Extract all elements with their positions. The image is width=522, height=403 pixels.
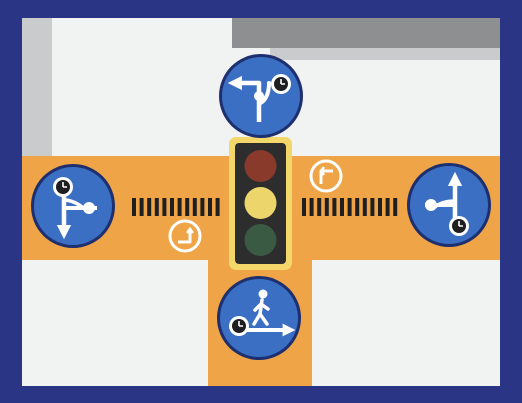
crosswalk-stripe (216, 198, 220, 216)
crosswalk-stripe (348, 198, 352, 216)
crosswalk-stripe (363, 198, 367, 216)
crosswalk-stripe (386, 198, 390, 216)
crosswalk-stripe (185, 198, 189, 216)
traffic-light (229, 137, 292, 270)
crosswalk-stripe (302, 198, 306, 216)
top-right-block (232, 18, 500, 48)
crosswalk-stripe (132, 198, 136, 216)
crosswalk-stripe (140, 198, 144, 216)
crosswalk-stripe (200, 198, 204, 216)
green-lamp (245, 224, 277, 256)
crosswalk-stripe (325, 198, 329, 216)
yellow-lamp (245, 187, 277, 219)
crosswalk-stripe (162, 198, 166, 216)
red-lamp (245, 150, 277, 182)
crosswalk-stripe (170, 198, 174, 216)
sign-right (407, 163, 491, 247)
sign-top (219, 54, 303, 138)
crosswalk-stripe (310, 198, 314, 216)
crosswalk-stripe (147, 198, 151, 216)
crosswalk-stripe (208, 198, 212, 216)
crosswalk-stripe (178, 198, 182, 216)
sign-bottom (217, 276, 301, 360)
top-right-curb (270, 48, 500, 60)
sign-left (31, 164, 115, 248)
crosswalk-stripe (378, 198, 382, 216)
crosswalk-stripe (393, 198, 397, 216)
crosswalk-stripe (340, 198, 344, 216)
crosswalk-stripe (370, 198, 374, 216)
crosswalk-stripe (355, 198, 359, 216)
crosswalk-stripe (155, 198, 159, 216)
crosswalk-stripe (332, 198, 336, 216)
left-curb (22, 18, 52, 156)
crosswalk-stripe (317, 198, 321, 216)
crosswalk-stripe (193, 198, 197, 216)
